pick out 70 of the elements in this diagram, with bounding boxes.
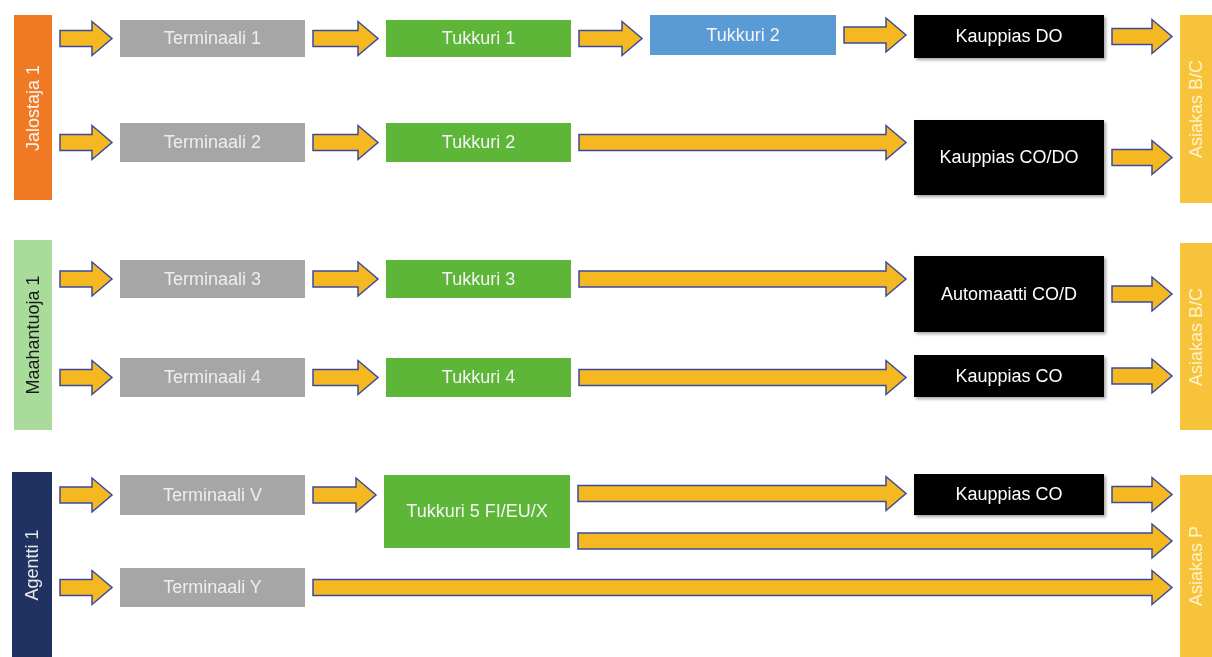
wholesaler-box [650, 15, 836, 55]
customer-bar [1180, 243, 1212, 430]
block-arrow [59, 568, 114, 607]
block-arrow [59, 476, 114, 514]
node-label: Tukkuri 1 [440, 27, 517, 51]
node-label: Tukkuri 3 [440, 267, 517, 291]
node-label: Terminaali 3 [162, 267, 262, 291]
terminal-box [120, 123, 305, 162]
node-label: Terminaali 1 [162, 27, 262, 51]
node-label: Kauppias CO [954, 483, 1064, 507]
node-label: Tukkuri 2 [705, 23, 781, 47]
actor-bar [14, 240, 52, 430]
block-arrow [1111, 17, 1174, 56]
block-arrow [577, 474, 908, 513]
actor-bar [12, 472, 52, 657]
node-label: Terminaali 4 [162, 366, 262, 390]
block-arrow [312, 19, 380, 58]
wholesaler-box [386, 260, 571, 298]
terminal-box [120, 568, 305, 607]
block-arrow [1111, 357, 1174, 395]
block-arrow [59, 123, 114, 162]
node-label: Kauppias CO [954, 364, 1064, 388]
node-label: Kauppias CO/DO [938, 146, 1080, 170]
vertical-label: Asiakas B/C [1184, 287, 1207, 386]
vertical-label: Asiakas B/C [1184, 60, 1207, 158]
retailer-box [914, 355, 1104, 397]
retailer-box [914, 256, 1104, 332]
block-arrow [1111, 138, 1174, 177]
block-arrow [1111, 475, 1174, 514]
block-arrow [1111, 275, 1174, 313]
terminal-box [120, 475, 305, 515]
terminal-box [120, 20, 305, 57]
node-label: Tukkuri 2 [440, 131, 517, 155]
terminal-box [120, 260, 305, 298]
node-label: Kauppias DO [954, 25, 1064, 49]
block-arrow [59, 358, 114, 397]
actor-bar [14, 15, 52, 200]
retailer-box [914, 474, 1104, 515]
node-label: Tukkuri 4 [440, 366, 517, 390]
block-arrow [843, 16, 908, 54]
block-arrow [578, 260, 908, 298]
vertical-label: Asiakas P [1184, 526, 1207, 606]
block-arrow [312, 260, 380, 298]
node-label: Terminaali Y [162, 576, 263, 600]
node-label: Terminaali V [161, 483, 263, 507]
vertical-label: Maahantuoja 1 [21, 275, 44, 395]
vertical-label: Agentti 1 [20, 528, 43, 601]
block-arrow [312, 123, 380, 162]
block-arrow [578, 358, 908, 397]
block-arrow [578, 19, 644, 58]
wholesaler-box [386, 123, 571, 162]
customer-bar [1180, 475, 1212, 657]
block-arrow [577, 522, 1174, 560]
retailer-box [914, 120, 1104, 195]
wholesaler-box [384, 475, 570, 548]
node-label: Tukkuri 5 FI/EU/X [405, 500, 549, 524]
block-arrow [312, 476, 378, 514]
block-arrow [59, 19, 114, 58]
wholesaler-box [386, 20, 571, 57]
terminal-box [120, 358, 305, 397]
wholesaler-box [386, 358, 571, 397]
node-label: Terminaali 2 [162, 131, 262, 155]
block-arrow [312, 568, 1174, 607]
block-arrow [578, 123, 908, 162]
customer-bar [1180, 15, 1212, 203]
node-label: Automaatti CO/D [939, 282, 1078, 306]
retailer-box [914, 15, 1104, 58]
block-arrow [59, 260, 114, 298]
vertical-label: Jalostaja 1 [21, 64, 44, 151]
block-arrow [312, 358, 380, 397]
